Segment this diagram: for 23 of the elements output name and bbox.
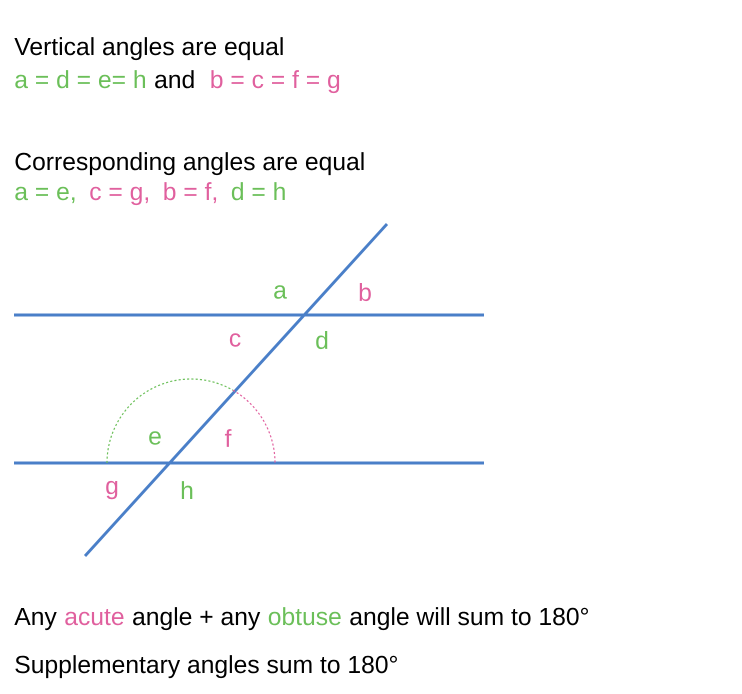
- equation-text: d = h: [232, 182, 285, 200]
- statement-text: angle + any: [133, 607, 260, 630]
- angle-label: c: [230, 333, 241, 347]
- equation-text: a = e,: [15, 186, 74, 204]
- angle-label: e: [149, 431, 161, 445]
- statement-text: obtuse: [268, 607, 341, 626]
- angle-label: g: [106, 480, 118, 500]
- angle-label: b: [360, 282, 371, 302]
- connecting-word: and: [155, 70, 194, 88]
- heading-text: Vertical angles are equal: [14, 37, 283, 60]
- equation-text: c = g,: [90, 186, 148, 206]
- angle-label: d: [316, 330, 328, 350]
- equation-text: b = c = f = g: [211, 70, 340, 94]
- statement-text: Supplementary angles sum to 180°: [15, 655, 397, 678]
- equation-text: b = f,: [164, 182, 216, 204]
- statement-text: angle will sum to 180°: [350, 607, 588, 630]
- angle-label: h: [182, 481, 192, 499]
- statement-text: Any: [14, 608, 57, 630]
- angle-label: f: [224, 429, 232, 447]
- equation-text: a = d = e= h: [15, 70, 146, 88]
- statement-text: acute: [65, 609, 124, 626]
- angle-label: a: [274, 285, 287, 299]
- heading-text: Corresponding angles are equal: [16, 152, 364, 176]
